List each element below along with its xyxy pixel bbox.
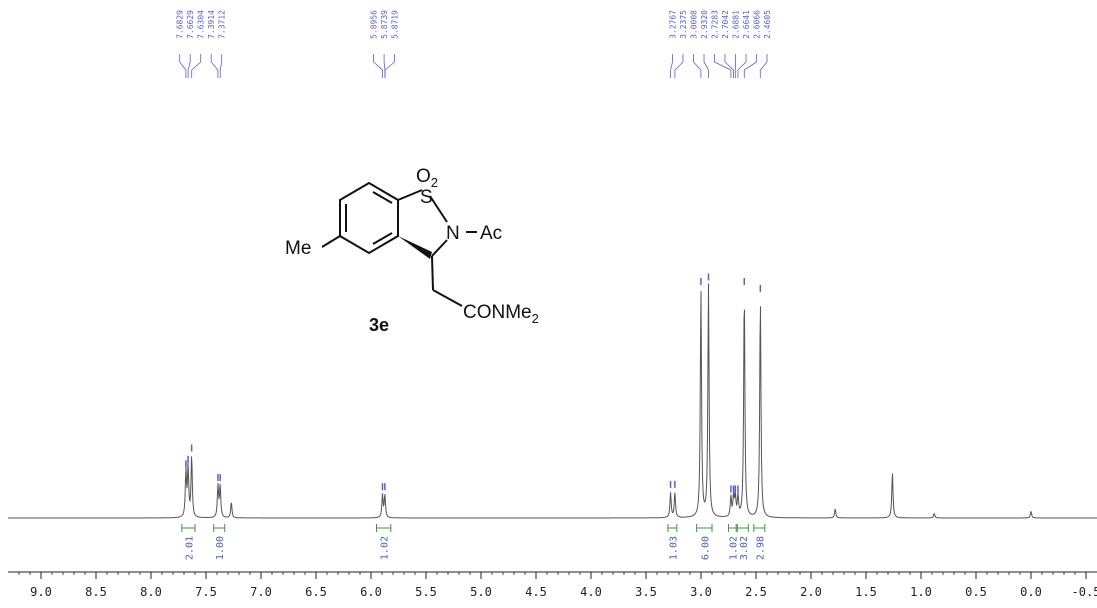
- integral-label: 6.00: [700, 536, 711, 560]
- peak-label-connector: [743, 54, 757, 78]
- peak-label-connector: [219, 54, 223, 78]
- label-o2: O2: [416, 166, 438, 190]
- peak-label-connector: [670, 54, 673, 78]
- peak-label-connector: [674, 54, 684, 78]
- x-axis: 9.0 8.5 8.0 7.5 7.0 6.5 6.0 5.5 5.0 4.5 4.0 3.5 3.0 2…: [8, 571, 1097, 599]
- chemical-structure: O2 S N Ac Me CONMe2 3e: [285, 166, 539, 335]
- integral-label: 2.98: [755, 536, 766, 560]
- bond-me: [321, 235, 341, 248]
- peak-label-connector: [187, 54, 191, 78]
- peak-label-connector: [384, 54, 395, 78]
- x-tick-label: 6.0: [360, 585, 382, 599]
- integral-label: 1.02: [380, 536, 391, 560]
- peak-label: 3.0008: [690, 10, 699, 39]
- x-tick-label: 5.0: [470, 585, 492, 599]
- label-conme2: CONMe2: [463, 302, 539, 326]
- peak-label-connector: [714, 54, 732, 78]
- x-tick-label: 5.5: [415, 585, 437, 599]
- benzene-ring: [339, 181, 399, 255]
- spectrum-trace: [8, 283, 1097, 519]
- peak-label: 2.4605: [763, 10, 772, 39]
- integral-marker: 1.02: [376, 524, 392, 560]
- peak-label: 2.9320: [700, 10, 709, 39]
- integral-marker: 2.01: [181, 524, 196, 560]
- peak-label-connector: [210, 54, 219, 78]
- wedge-bond: [398, 236, 432, 259]
- x-tick-label: 9.0: [30, 585, 52, 599]
- bond-c-s: [397, 189, 423, 201]
- peak-label: 5.8956: [370, 10, 379, 39]
- x-tick-label: 1.0: [910, 585, 932, 599]
- peak-label-connector: [191, 54, 202, 78]
- peak-label: 5.8719: [391, 10, 400, 39]
- x-tick-label: 0.5: [965, 585, 987, 599]
- integral-label: 1.00: [215, 536, 226, 560]
- x-tick-label: 3.5: [635, 585, 657, 599]
- peak-label-connector: [724, 54, 734, 78]
- peak-label: 3.2767: [669, 10, 678, 39]
- peak-label: 2.6641: [742, 10, 751, 39]
- x-tick-label: 6.5: [305, 585, 327, 599]
- peak-label-connector: [703, 54, 709, 78]
- peak-label: 7.6304: [197, 10, 206, 39]
- x-tick-label: 0.0: [1020, 585, 1042, 599]
- integral-marker: 1.03: [667, 524, 679, 560]
- integral-marker: 3.02: [736, 524, 750, 560]
- x-tick-label: 1.5: [855, 585, 877, 599]
- integral-label: 1.02: [728, 536, 739, 560]
- peak-top-markers: [185, 273, 762, 493]
- integral-marker: 6.00: [696, 524, 713, 560]
- x-tick-label: -0.5: [1072, 585, 1097, 599]
- peak-label-connector: [179, 54, 187, 78]
- peak-label: 7.3712: [218, 10, 227, 39]
- label-s: S: [420, 187, 433, 208]
- peak-label-connector: [759, 54, 768, 78]
- bond-n-c: [431, 239, 448, 257]
- x-tick-label: 7.0: [250, 585, 272, 599]
- peak-label: 2.6881: [732, 10, 741, 39]
- label-n: N: [446, 223, 460, 244]
- peak-label: 7.6829: [176, 10, 185, 39]
- peak-label-connector: [737, 54, 747, 78]
- integral-marker: 2.98: [753, 524, 766, 560]
- bond-s-n: [429, 195, 448, 223]
- peak-label: 2.6066: [753, 10, 762, 39]
- compound-id: 3e: [369, 315, 389, 335]
- x-tick-label: 7.5: [195, 585, 217, 599]
- x-tick-label: 2.0: [800, 585, 822, 599]
- ring-double-bond: [372, 191, 393, 204]
- x-tick-label: 3.0: [690, 585, 712, 599]
- integral-label: 3.02: [739, 536, 750, 560]
- x-tick-label: 2.5: [745, 585, 767, 599]
- x-tick-label: 8.0: [140, 585, 162, 599]
- label-ac: Ac: [480, 223, 502, 244]
- peak-label: 3.2375: [679, 10, 688, 39]
- x-tick-label: 8.5: [85, 585, 107, 599]
- ring-double-bond: [372, 232, 393, 245]
- peak-label: 7.3914: [207, 10, 216, 39]
- peak-label: 2.7042: [721, 10, 730, 39]
- bond-ch2: [431, 255, 434, 291]
- peak-label: 5.8739: [380, 10, 389, 39]
- peak-label-connector: [373, 54, 383, 78]
- integral-label: 2.01: [184, 536, 195, 560]
- integral-label: 1.03: [668, 536, 679, 560]
- peak-label: 7.6629: [186, 10, 195, 39]
- integral-marker: 1.02: [728, 524, 739, 560]
- label-me: Me: [285, 238, 311, 259]
- integral-marker: 1.00: [213, 524, 226, 560]
- x-tick-label: 4.0: [580, 585, 602, 599]
- x-tick-label: 4.5: [525, 585, 547, 599]
- peak-label: 2.7283: [711, 10, 720, 39]
- bond-co: [432, 289, 463, 307]
- peak-label-connector: [693, 54, 702, 78]
